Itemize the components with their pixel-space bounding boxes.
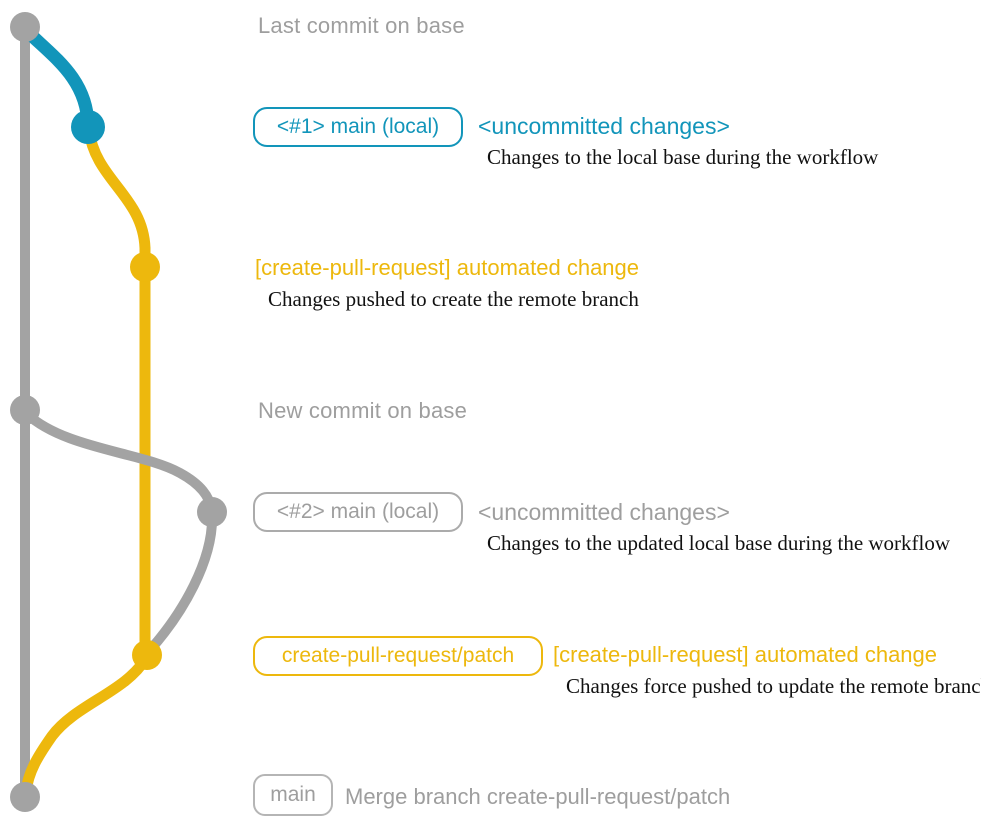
- commit-dot-automated-2: [132, 640, 162, 670]
- commit-dot-last-base: [10, 12, 40, 42]
- base-to-local-curve: [19, 23, 95, 132]
- branch-badge-main-label: main: [270, 783, 316, 806]
- note-local-base-changes-2: Changes to the updated local base during…: [487, 531, 951, 555]
- label-new-commit-on-base: New commit on base: [258, 398, 468, 423]
- label-automated-change-2: [create-pull-request] automated change: [553, 642, 938, 667]
- base-update-curve: [22, 409, 217, 517]
- branch-badge-main-local-2: <#2> main (local): [253, 492, 463, 532]
- label-uncommitted-changes-1: <uncommitted changes>: [478, 113, 730, 139]
- commit-dot-local-2: [197, 497, 227, 527]
- branch-badge-main-local-2-label: <#2> main (local): [276, 500, 440, 523]
- local-to-patch-curve: [145, 509, 218, 655]
- patch-merge-curve: [20, 652, 152, 798]
- branch-badge-main: main: [253, 774, 333, 816]
- branch-badge-main-local-1: <#1> main (local): [253, 107, 463, 147]
- note-local-base-changes-1: Changes to the local base during the wor…: [487, 145, 879, 169]
- commit-dot-automated-1: [130, 252, 160, 282]
- commit-dot-local-1: [71, 110, 105, 144]
- label-automated-change-1: [create-pull-request] automated change: [255, 255, 640, 280]
- commit-dot-merge: [10, 782, 40, 812]
- label-last-commit-on-base: Last commit on base: [258, 13, 465, 38]
- commit-dot-new-base: [10, 395, 40, 425]
- note-push-create-branch: Changes pushed to create the remote bran…: [268, 287, 639, 311]
- note-force-push-update: Changes force pushed to update the remot…: [566, 674, 981, 698]
- branch-badge-patch: create-pull-request/patch: [253, 636, 543, 676]
- automated-branch-line: [83, 124, 151, 661]
- branch-badge-main-local-1-label: <#1> main (local): [276, 115, 440, 138]
- branch-badge-patch-label: create-pull-request/patch: [281, 644, 515, 667]
- label-uncommitted-changes-2: <uncommitted changes>: [478, 499, 730, 525]
- label-merge-branch: Merge branch create-pull-request/patch: [345, 784, 731, 809]
